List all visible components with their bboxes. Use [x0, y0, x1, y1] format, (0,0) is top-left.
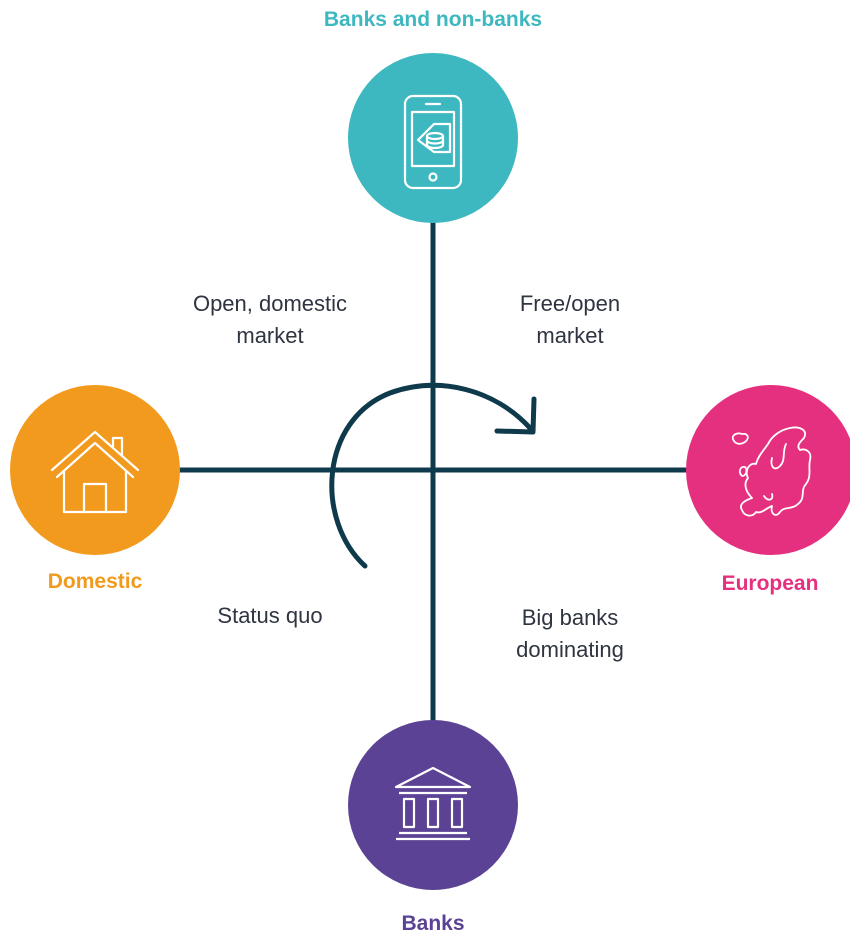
banks-node [348, 720, 518, 890]
european-node [686, 385, 850, 555]
top-axis-label: Banks and non-banks [323, 8, 543, 31]
banks-and-non-banks-node [348, 53, 518, 223]
transition-arrow [329, 382, 533, 569]
bottom-axis-label: Banks [401, 912, 465, 935]
left-axis-label: Domestic [47, 570, 143, 593]
quadrant-top-left-label: Open, domestic market [192, 291, 348, 348]
house-icon [50, 430, 140, 514]
europe-map-icon [731, 426, 812, 517]
smartphone-icon [403, 94, 463, 190]
quadrant-top-right-label: Free/open market [519, 291, 621, 348]
arrow-head [494, 396, 537, 435]
domestic-node [10, 385, 180, 555]
quadrant-bottom-left-label: Status quo [217, 603, 323, 628]
bank-building-icon [394, 766, 472, 841]
right-axis-label: European [721, 572, 819, 595]
quadrant-bottom-right-label: Big banks dominating [516, 605, 624, 662]
